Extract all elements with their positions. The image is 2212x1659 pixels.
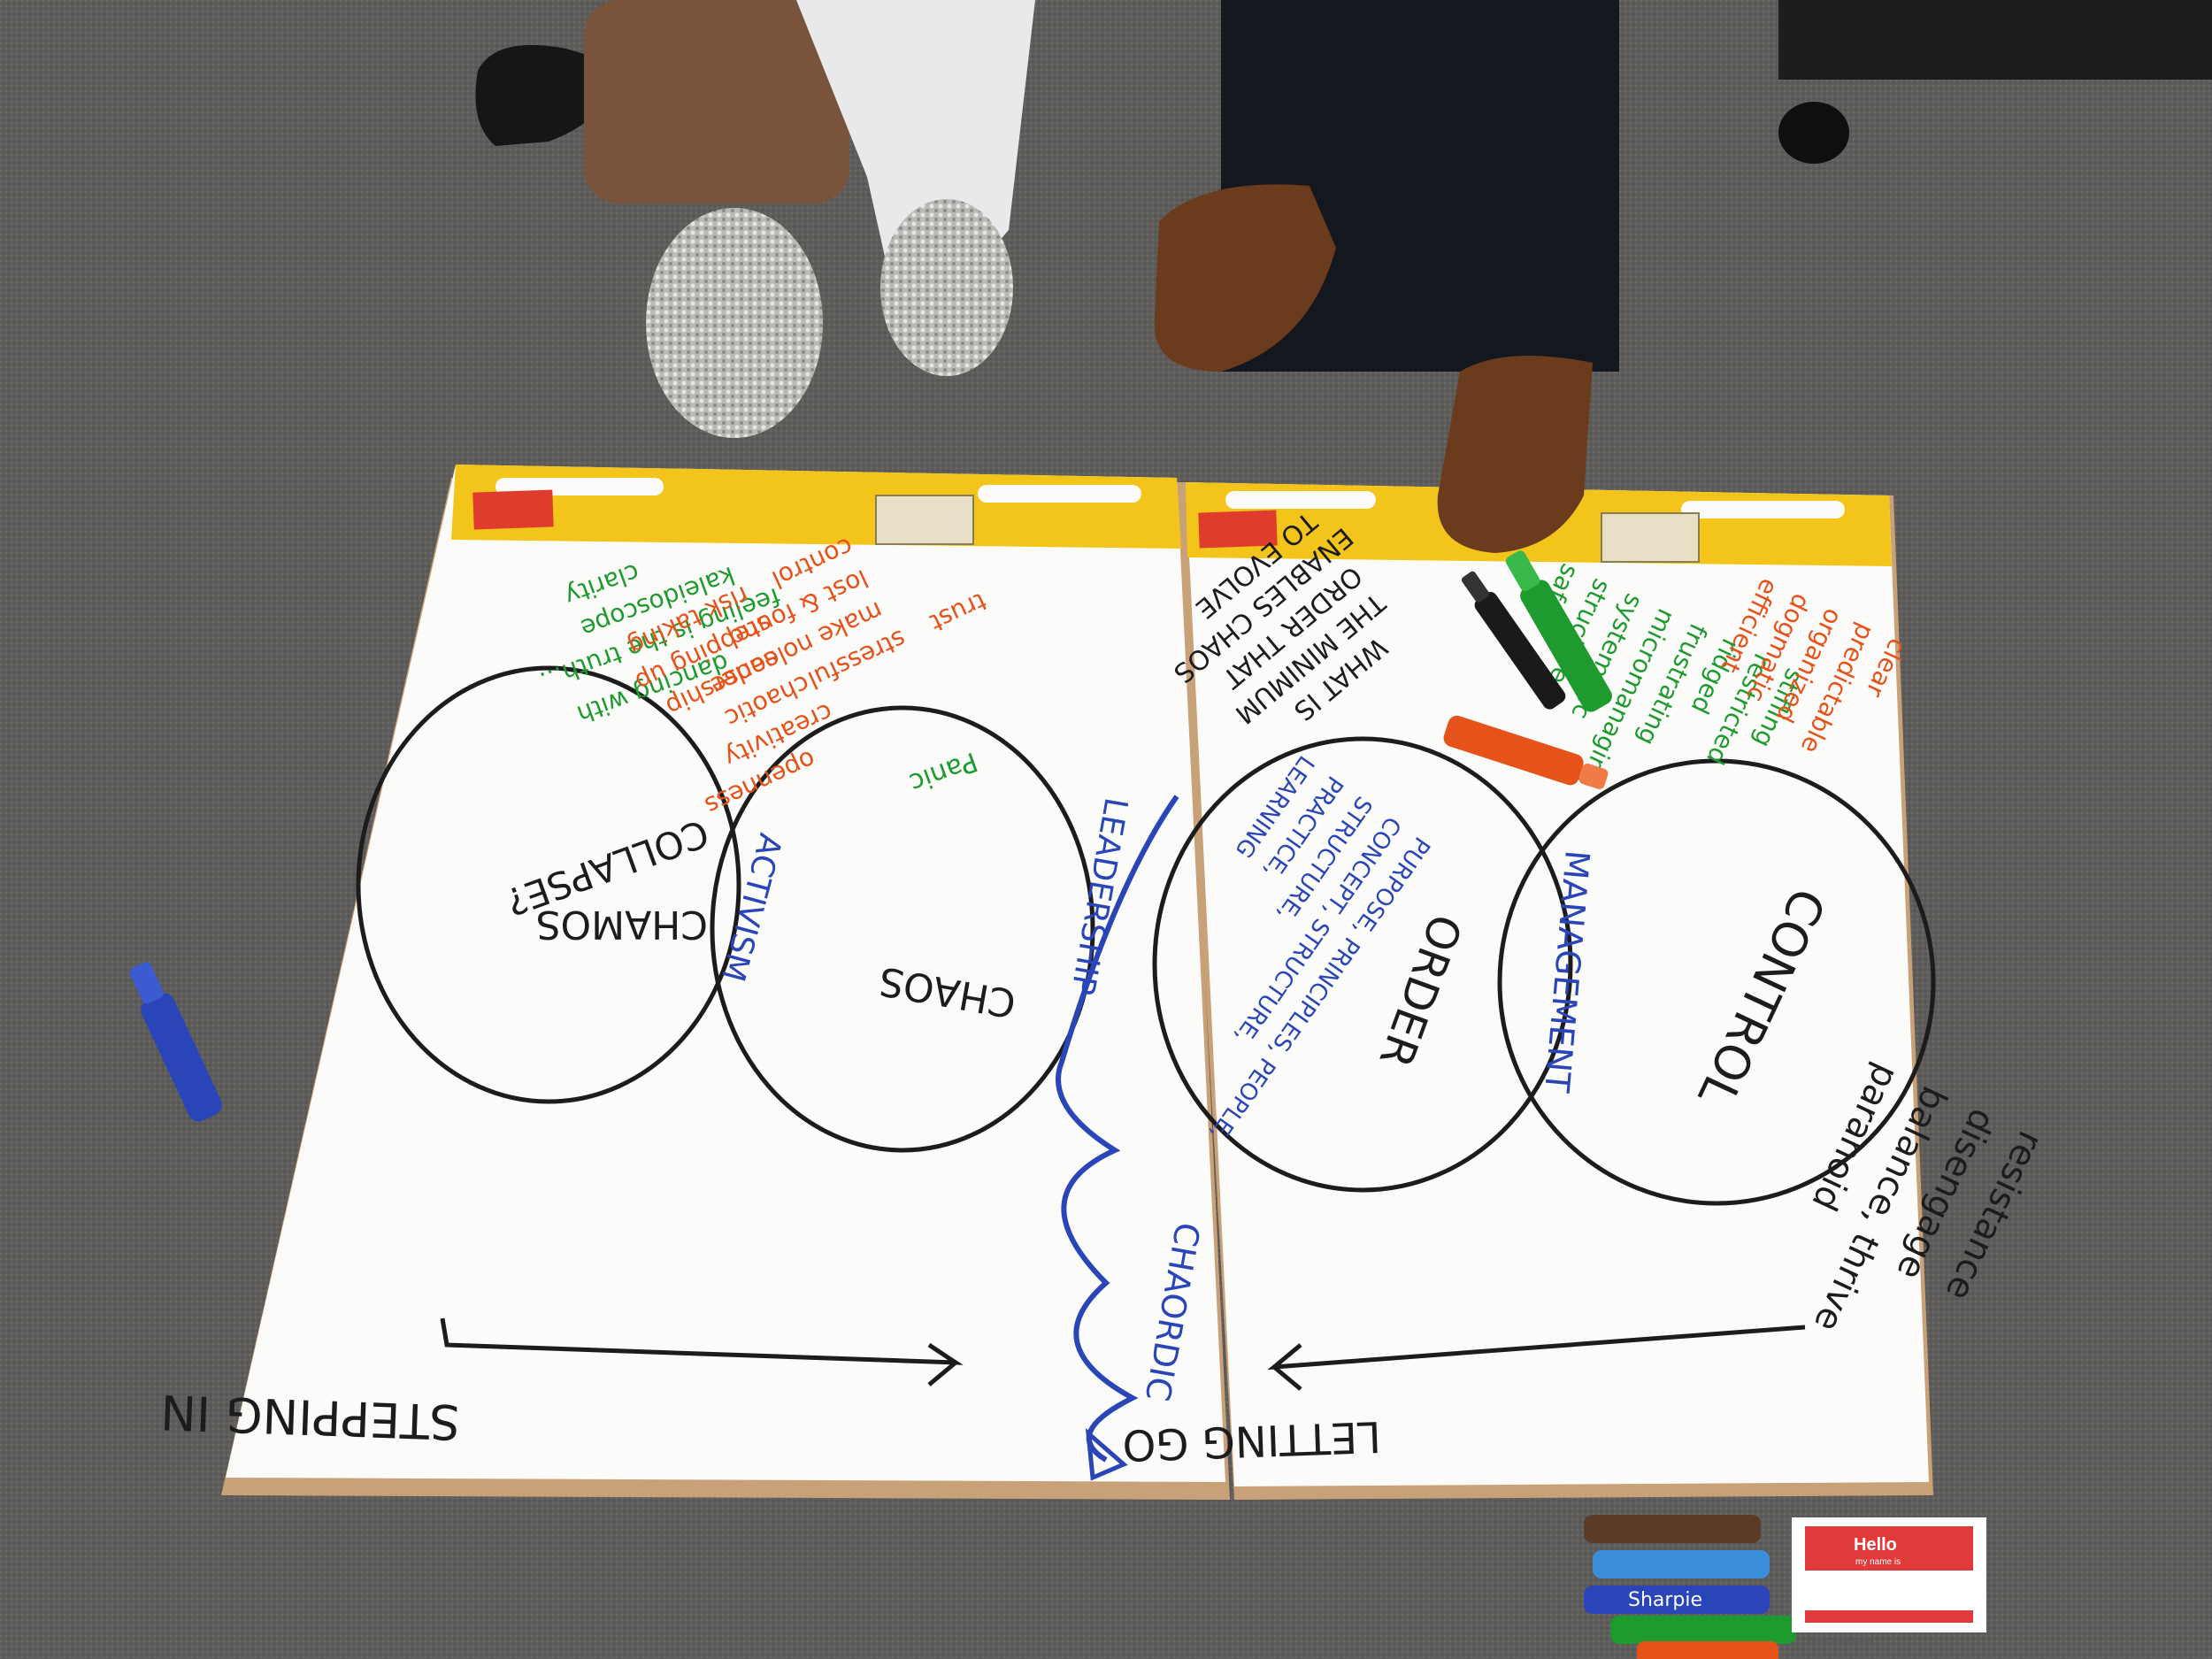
- label-stepping-in: STEPPING IN: [159, 1384, 460, 1450]
- shoe-sequin-right: [880, 199, 1013, 376]
- shoe-brown-left: [1154, 184, 1336, 372]
- label-letting-go: LETTING GO: [1122, 1411, 1382, 1470]
- marker-blue-floor: [129, 962, 222, 1122]
- chair-leg: [1778, 0, 2212, 80]
- chaordic-arrowhead: [1085, 1427, 1128, 1481]
- header-illustration-left: [875, 495, 974, 545]
- arrow-letting-go: [1267, 1325, 1806, 1391]
- pad-left-header: [451, 465, 1181, 549]
- pad-left-handle-2: [978, 485, 1141, 503]
- marker-sharpie-blue-floor: Sharpie: [1584, 1586, 1770, 1614]
- name-badge-hello: Hello: [1854, 1535, 1897, 1555]
- pad-right-handle-1: [1225, 491, 1376, 509]
- header-illustration-right: [1601, 512, 1700, 563]
- shoe-brown-right: [1437, 356, 1593, 553]
- circle-order: [1152, 736, 1573, 1193]
- circle-chaos: [710, 705, 1095, 1153]
- marker-green-floor: [1610, 1616, 1796, 1644]
- shoe-black-left: [475, 44, 612, 146]
- marker-brown-floor: [1584, 1515, 1761, 1543]
- name-badge-label: Name Badge Labels: [1809, 1636, 1874, 1644]
- postit-logo-left: [472, 489, 554, 530]
- postit-logo-right: [1198, 510, 1278, 549]
- arrow-stepping-in: [440, 1317, 964, 1386]
- leg-left-person: [584, 0, 849, 204]
- circle-control: [1497, 758, 1936, 1206]
- name-badge-pad: Hello my name is Name Badge Labels: [1792, 1517, 1986, 1644]
- label-chamos: CHAMOS: [536, 902, 708, 947]
- marker-orange: [1443, 715, 1609, 789]
- name-badge-sub: my name is: [1855, 1557, 1901, 1567]
- sharpie-label: Sharpie: [1628, 1589, 1702, 1611]
- marker-orange-floor: [1637, 1641, 1778, 1659]
- pad-right-handle-2: [1681, 501, 1845, 518]
- pad-left-paper: [226, 465, 1225, 1482]
- shoe-sequin-left: [646, 208, 823, 438]
- circle-chamos: [356, 665, 741, 1104]
- marker-black: [1461, 571, 1566, 710]
- pad-right-paper: [1186, 482, 1929, 1486]
- chaordic-squiggle: [1056, 795, 1179, 1463]
- chair-wheel: [1778, 102, 1849, 164]
- marker-lightblue-floor: [1593, 1550, 1770, 1578]
- marker-green: [1505, 550, 1612, 712]
- venn-circles: [356, 665, 1936, 1206]
